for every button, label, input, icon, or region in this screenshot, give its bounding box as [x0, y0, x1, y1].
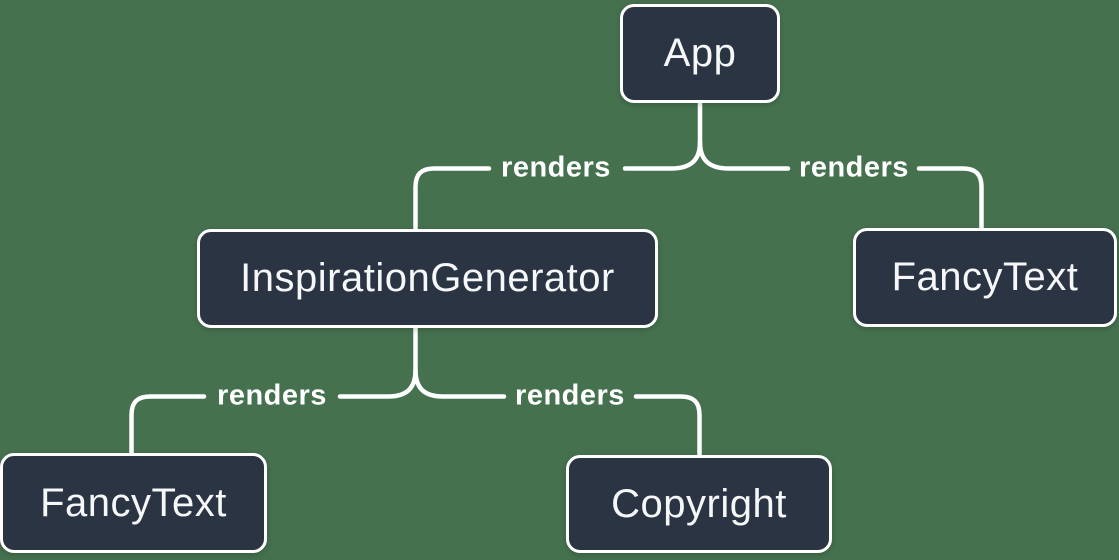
node-inspiration-generator-label: InspirationGenerator [240, 256, 615, 300]
node-copyright: Copyright [566, 455, 832, 553]
node-copyright-label: Copyright [611, 481, 787, 526]
node-fancy-text: FancyText [0, 453, 267, 553]
node-app-label: App [663, 31, 737, 75]
edge-label-renders: renders [799, 151, 909, 184]
node-fancy-text: FancyText [853, 228, 1117, 327]
node-inspiration-generator: InspirationGenerator [197, 229, 658, 328]
node-fancy-text-label: FancyText [40, 480, 227, 525]
edge-app-to-fancy-text [697, 139, 984, 231]
edge-label-renders: renders [217, 379, 327, 412]
edge-label-renders: renders [501, 151, 611, 184]
edge-label-renders: renders [515, 379, 625, 412]
edge-inspiration-generator-to-copyright [413, 367, 702, 458]
node-fancy-text-label: FancyText [891, 255, 1079, 299]
node-app: App [620, 4, 780, 103]
